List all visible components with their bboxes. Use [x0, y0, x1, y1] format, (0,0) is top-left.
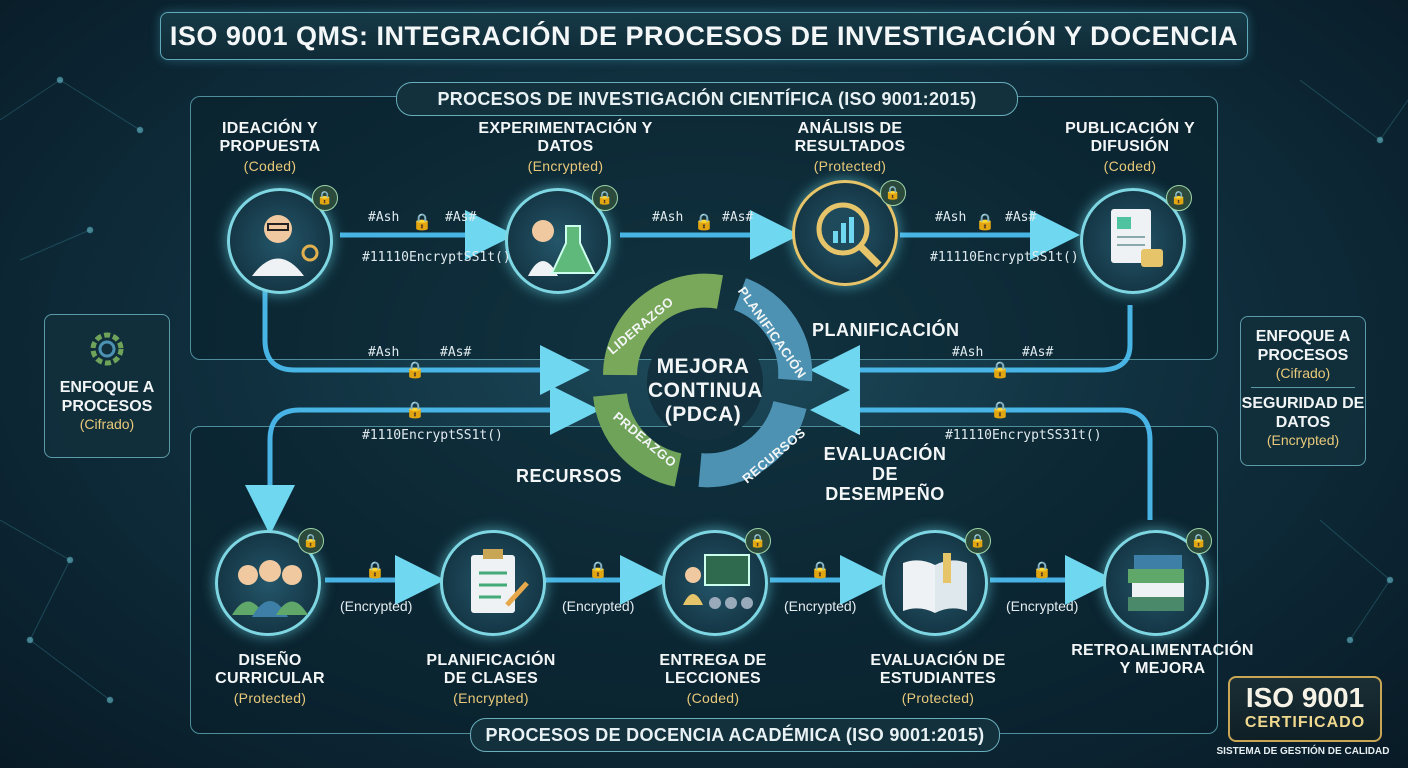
lock-icon: 🔒	[405, 402, 425, 419]
hash-tag: #As#	[1005, 210, 1037, 225]
lock-icon: 🔒	[975, 214, 995, 231]
lock-icon: 🔒	[405, 362, 425, 379]
right-box-item2-status: (Encrypted)	[1266, 432, 1340, 448]
research-node-1-label: IDEACIÓN Y PROPUESTA(Coded)	[219, 120, 321, 174]
lock-icon: 🔒	[990, 402, 1010, 419]
divider	[1251, 387, 1355, 388]
left-box-title: ENFOQUE A PROCESOS	[59, 379, 155, 415]
document-lock-icon	[1111, 209, 1163, 267]
arrow-label: (Encrypted)	[784, 598, 857, 614]
badge-caption: SISTEMA DE GESTIÓN DE CALIDAD	[1216, 746, 1390, 757]
lock-icon: 🔒	[880, 180, 906, 206]
hash-tag: #As#	[445, 210, 477, 225]
lock-icon: 🔒	[694, 214, 714, 231]
cipher-text: #11110EncryptSS1t()	[930, 250, 1079, 265]
hash-tag: #Ash	[652, 210, 684, 225]
right-box-item1-status: (Cifrado)	[1275, 365, 1331, 381]
lock-icon: 🔒	[298, 528, 324, 554]
scientist-icon	[252, 215, 319, 276]
teaching-node-3[interactable]	[662, 530, 768, 636]
people-icon	[232, 560, 308, 617]
magnifier-chart-icon	[816, 202, 882, 268]
teaching-node-1-label: DISEÑO CURRICULAR(Protected)	[215, 652, 325, 706]
clipboard-icon	[471, 549, 529, 613]
research-node-2-label: EXPERIMENTACIÓN Y DATOS(Encrypted)	[478, 120, 653, 174]
badge-line1: ISO 9001	[1245, 682, 1365, 713]
lock-icon: 🔒	[990, 362, 1010, 379]
hash-tag: #As#	[1022, 345, 1054, 360]
teaching-node-4-label: EVALUACIÓN DE ESTUDIANTES(Protected)	[870, 652, 1006, 706]
lock-icon: 🔒	[365, 562, 385, 579]
books-icon	[1128, 555, 1184, 611]
hash-tag: #As#	[722, 210, 754, 225]
research-section-title: PROCESOS DE INVESTIGACIÓN CIENTÍFICA (IS…	[396, 82, 1018, 116]
teaching-node-3-label: ENTREGA DE LECCIONES(Coded)	[659, 652, 767, 706]
iso-certified-badge: ISO 9001 CERTIFICADO	[1228, 676, 1382, 742]
cipher-text: #11110EncryptSS31t()	[945, 428, 1102, 443]
research-node-4-label: PUBLICACIÓN Y DIFUSIÓN(Coded)	[1065, 120, 1195, 174]
lock-icon: 🔒	[745, 528, 771, 554]
hash-tag: #Ash	[952, 345, 984, 360]
arrow-label: (Encrypted)	[562, 598, 635, 614]
lock-icon: 🔒	[810, 562, 830, 579]
lock-icon: 🔒	[1166, 185, 1192, 211]
left-box-status: (Cifrado)	[79, 416, 135, 432]
hash-tag: #Ash	[368, 210, 400, 225]
teaching-node-2[interactable]	[440, 530, 546, 636]
hash-tag: #Ash	[935, 210, 967, 225]
teaching-node-5-label: RETROALIMENTACIÓN Y MEJORA	[1071, 642, 1254, 677]
flask-icon	[528, 220, 596, 276]
teaching-node-2-label: PLANIFICACIÓN DE CLASES(Encrypted)	[426, 652, 556, 706]
lock-icon: 🔒	[1186, 528, 1212, 554]
hash-tag: #As#	[440, 345, 472, 360]
teaching-section-title: PROCESOS DE DOCENCIA ACADÉMICA (ISO 9001…	[470, 718, 1000, 752]
page-title: ISO 9001 QMS: INTEGRACIÓN DE PROCESOS DE…	[160, 12, 1248, 60]
research-node-3-label: ANÁLISIS DE RESULTADOS(Protected)	[794, 120, 906, 174]
right-box-item2-title: SEGURIDAD DE DATOS	[1241, 395, 1365, 431]
open-book-icon	[903, 553, 967, 613]
research-node-2[interactable]	[505, 188, 611, 294]
arrow-label: (Encrypted)	[1006, 598, 1079, 614]
lock-icon: 🔒	[592, 185, 618, 211]
pdca-cycle	[593, 273, 813, 488]
pdca-center-label: MEJORA CONTINUA (PDCA)	[648, 355, 763, 426]
cycle-label-recursos: RECURSOS	[516, 466, 623, 486]
cipher-text: #1110EncryptSS1t()	[362, 428, 503, 443]
lecture-icon	[683, 554, 753, 609]
cycle-label-planificacion: PLANIFICACIÓN	[812, 320, 960, 340]
left-info-box: ENFOQUE A PROCESOS (Cifrado)	[44, 314, 170, 458]
lock-icon: 🔒	[312, 185, 338, 211]
hash-tag: #Ash	[368, 345, 400, 360]
lock-icon: 🔒	[588, 562, 608, 579]
right-info-box: ENFOQUE A PROCESOS (Cifrado) SEGURIDAD D…	[1240, 316, 1366, 466]
lock-icon: 🔒	[412, 214, 432, 231]
right-box-item1-title: ENFOQUE A PROCESOS	[1255, 328, 1351, 364]
badge-line2: CERTIFICADO	[1244, 714, 1366, 731]
lock-icon: 🔒	[1032, 562, 1052, 579]
gear-cycle-icon	[90, 332, 124, 366]
lock-icon: 🔒	[965, 528, 991, 554]
cipher-text: #11110EncryptSS1t()	[362, 250, 511, 265]
arrow-label: (Encrypted)	[340, 598, 413, 614]
cycle-label-evaluacion: EVALUACIÓN DE DESEMPEÑO	[823, 444, 947, 504]
